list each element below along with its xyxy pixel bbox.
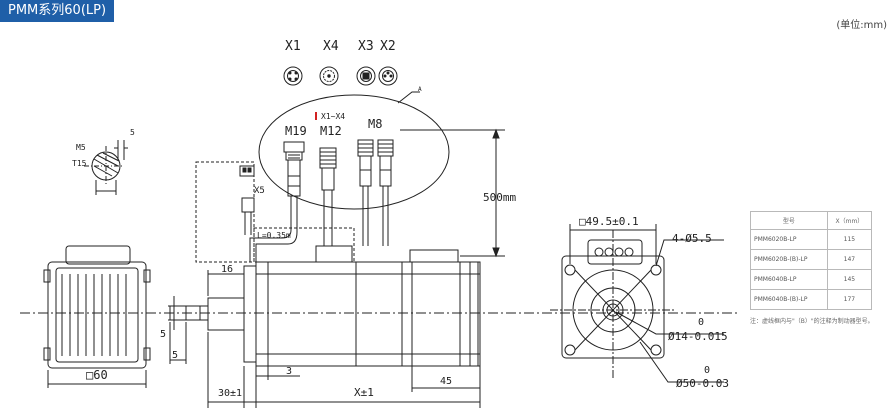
table-row: PMM6020B-LP 115 xyxy=(750,229,873,250)
pilot-dia-label: Ø50-0.03 xyxy=(676,377,729,390)
x-cell: 177 xyxy=(826,289,873,310)
model-cell: PMM6040B-(B)-LP xyxy=(750,289,828,310)
dim-49-lines xyxy=(569,224,657,264)
connector-m19 xyxy=(283,141,305,205)
label-x4: X4 xyxy=(323,39,339,54)
table-row: PMM6020B-(B)-LP 147 xyxy=(750,249,873,270)
dim-45-lines xyxy=(411,366,480,392)
rear-end-view xyxy=(43,245,151,369)
detail-ellipse xyxy=(258,94,450,210)
detail-letter: A xyxy=(418,86,422,93)
dim-5-lower-lines xyxy=(169,322,187,364)
label-x1: X1 xyxy=(285,39,301,54)
col-x: X（mm） xyxy=(826,211,873,230)
front-flange-view xyxy=(550,230,676,380)
x5-label: X5 xyxy=(254,186,265,196)
m5-label: M5 xyxy=(76,143,86,152)
pilot-dia-leader xyxy=(639,341,724,383)
rear-width-dim xyxy=(47,370,147,388)
shaft-section-detail xyxy=(84,140,128,195)
table-row: PMM6040B-LP 145 xyxy=(750,269,873,290)
brake-dashed-inner xyxy=(253,227,355,263)
dim-3-lines xyxy=(255,366,300,408)
dim-5-lower: 5 xyxy=(172,350,178,361)
red-marker xyxy=(315,112,317,120)
connector-labels: X1 X4 X3 X2 xyxy=(285,39,396,54)
dim-x-lines xyxy=(256,366,481,408)
x-cell: 145 xyxy=(826,269,873,290)
dim-16: 16 xyxy=(221,264,233,275)
key-width-label: 5 xyxy=(130,128,135,137)
dim-5-left: 5 xyxy=(160,329,166,340)
dim-x: X±1 xyxy=(354,386,374,399)
holes-leader xyxy=(655,239,724,267)
shaft-dia-leader xyxy=(615,311,724,335)
cable-length-dimension xyxy=(400,128,505,258)
detail-leader xyxy=(397,91,420,104)
x3-face-icon xyxy=(356,66,376,86)
unit-note: (单位:mm) xyxy=(836,20,887,31)
spec-table: 型号 X（mm） PMM6020B-LP 115 PMM6020B-(B)-LP… xyxy=(750,211,873,310)
t15-label: T15 xyxy=(72,159,87,168)
connector-m8-a xyxy=(357,139,374,210)
connector-m12 xyxy=(319,147,337,210)
size-m19: M19 xyxy=(285,124,307,138)
connector-m8-b xyxy=(377,139,394,210)
size-m8: M8 xyxy=(368,117,382,131)
page-title: PMM系列60(LP) xyxy=(0,0,115,22)
model-cell: PMM6020B-(B)-LP xyxy=(750,249,828,270)
cable-length-text: 500mm xyxy=(483,191,516,204)
cable-lines xyxy=(249,205,389,262)
dim-5-left-lines xyxy=(168,296,180,330)
label-x3: X3 xyxy=(358,39,374,54)
model-cell: PMM6040B-LP xyxy=(750,269,828,290)
dim-45: 45 xyxy=(440,376,452,387)
dim-30-lines xyxy=(207,332,256,408)
dim-49: □49.5±0.1 xyxy=(579,215,639,228)
label-x2: X2 xyxy=(380,39,396,54)
table-row: PMM6040B-(B)-LP 177 xyxy=(750,289,873,310)
holes-label: 4-Ø5.5 xyxy=(672,232,712,245)
model-cell: PMM6020B-LP xyxy=(750,229,828,250)
x1-face-icon xyxy=(283,66,303,86)
x-cell: 115 xyxy=(826,229,873,250)
dim-30: 30±1 xyxy=(218,388,242,399)
x5-connector-icon xyxy=(239,165,255,235)
pilot-tol-top: 0 xyxy=(704,365,710,376)
cable-l-dim: L=0.35m xyxy=(257,231,291,240)
dim-16-lines xyxy=(207,270,245,296)
col-model: 型号 xyxy=(750,211,828,230)
table-footnote: 注：虚线框内与"（B）"的注释为制动器型号。 xyxy=(750,318,874,325)
rear-width-text: □60 xyxy=(86,368,108,382)
x-cell: 147 xyxy=(826,249,873,270)
shaft-dia-label: Ø14-0.015 xyxy=(668,330,728,343)
motor-side-view xyxy=(169,245,481,367)
dim-3: 3 xyxy=(286,366,292,377)
shaft-tol-top: 0 xyxy=(698,317,704,328)
x4-face-icon xyxy=(319,66,339,86)
connector-range-note: X1~X4 xyxy=(321,112,345,121)
x2-face-icon xyxy=(378,66,398,86)
connector-face-icons xyxy=(283,66,398,86)
spec-table-header: 型号 X（mm） xyxy=(750,211,873,230)
size-m12: M12 xyxy=(320,124,342,138)
